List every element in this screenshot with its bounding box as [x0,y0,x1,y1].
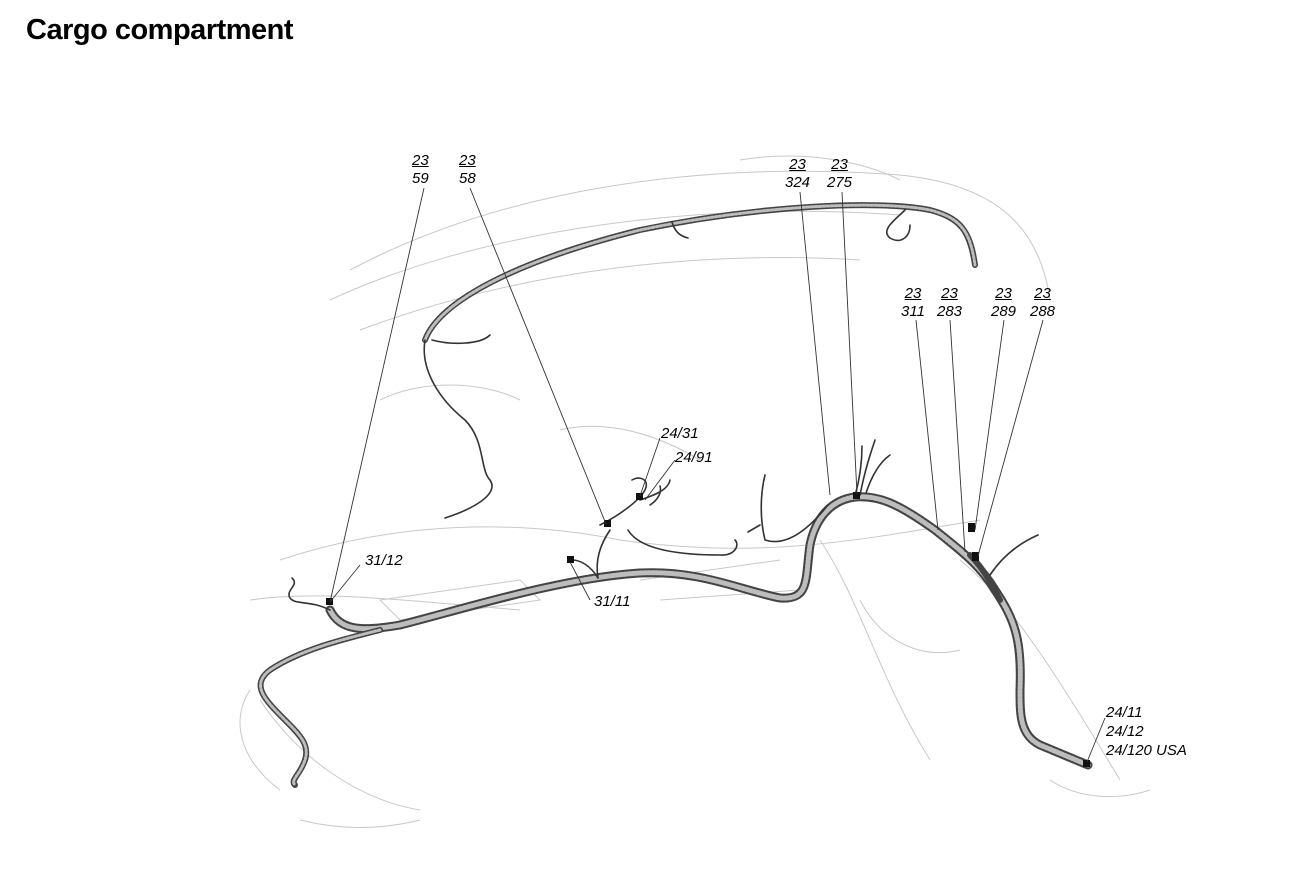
callout-23-59: 23 59 [412,152,429,188]
label-24-11: 24/11 [1106,704,1143,721]
callout-23-324: 23 324 [785,156,810,192]
leader-lines [329,187,1106,763]
label-24-91: 24/91 [675,449,713,466]
thin-wires [288,209,1039,611]
callout-23-288: 23 288 [1030,285,1055,321]
callout-number: 23 [412,152,429,169]
page-title: Cargo compartment [26,14,294,46]
callout-subnumber: 283 [937,303,963,320]
callout-subnumber: 58 [459,170,476,187]
callout-subnumber: 289 [991,303,1017,320]
callout-number: 23 [941,285,958,302]
callout-23-58: 23 58 [459,152,476,188]
callout-subnumber: 59 [412,170,429,187]
callout-subnumber: 311 [901,303,925,320]
callout-number: 23 [459,152,476,169]
callout-number: 23 [995,285,1012,302]
callout-subnumber: 275 [827,174,853,191]
main-harness [257,202,1093,788]
callout-number: 23 [1034,285,1051,302]
callout-subnumber: 324 [785,174,811,191]
label-24-12: 24/12 [1106,723,1144,740]
car-body-outline [239,155,1151,828]
callout-number: 23 [831,156,848,173]
callout-23-311: 23 311 [901,285,925,321]
label-31-11: 31/11 [594,593,631,610]
callout-23-283: 23 283 [937,285,962,321]
callout-number: 23 [904,285,922,302]
callout-subnumber: 288 [1030,303,1056,320]
callout-23-275: 23 275 [827,156,852,192]
callout-23-289: 23 289 [991,285,1016,321]
callout-number: 23 [789,156,806,173]
label-24-120-usa: 24/120 USA [1106,742,1187,759]
connector-markers [326,492,1090,767]
label-24-31: 24/31 [661,425,699,442]
label-31-12: 31/12 [365,552,403,569]
